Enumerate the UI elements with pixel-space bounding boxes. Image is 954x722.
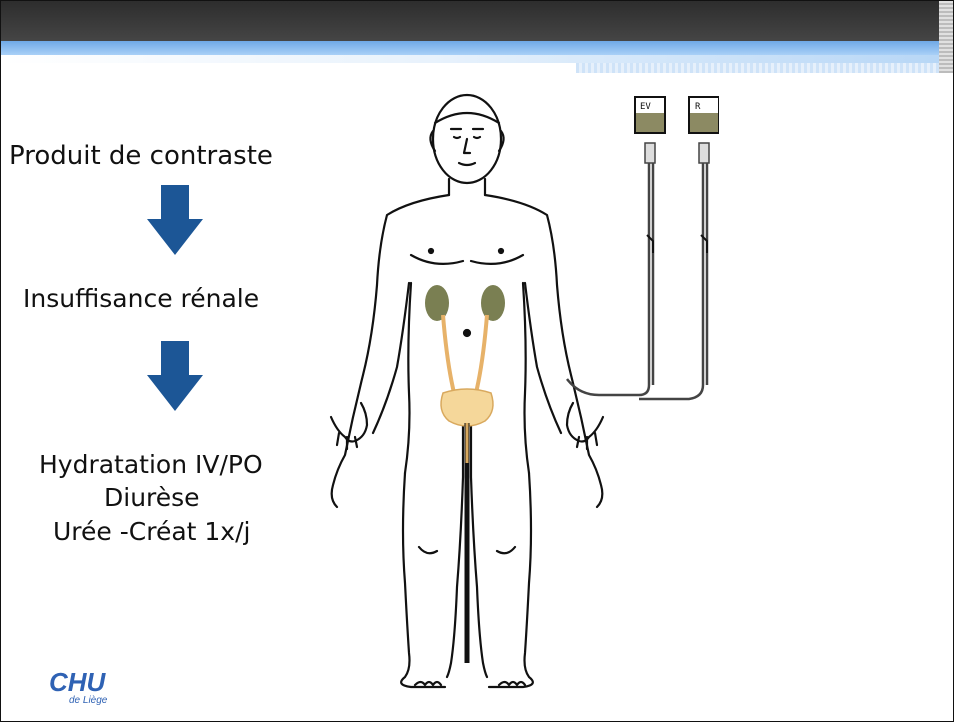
step-renal-failure: Insuffisance rénale <box>23 284 259 313</box>
down-arrow-icon <box>147 185 203 257</box>
right-kidney <box>481 285 505 321</box>
ureters <box>443 315 487 397</box>
header-pattern-strip <box>576 63 953 73</box>
logo-subtitle: de Liège <box>69 695 108 706</box>
step-diuresis: Diurèse <box>104 483 200 512</box>
header-right-edge <box>939 1 953 73</box>
bag-ev: EV <box>635 97 665 133</box>
chu-logo: CHU de Liège <box>49 665 139 707</box>
body-diagram: EV R <box>319 87 719 693</box>
header-bar <box>1 1 953 41</box>
header-gradient <box>1 55 953 63</box>
bladder <box>441 389 493 426</box>
left-kidney <box>425 285 449 321</box>
bag-ev-label: EV <box>640 102 651 112</box>
logo-name: CHU <box>49 667 107 697</box>
step-contrast-product: Produit de contraste <box>9 141 273 171</box>
header-blue-band <box>1 41 953 55</box>
bag-r: R <box>689 97 719 133</box>
infusion-tubing <box>567 155 707 399</box>
step-hydration: Hydratation IV/PO <box>39 450 263 479</box>
bag-r-label: R <box>695 102 701 112</box>
down-arrow-icon <box>147 341 203 413</box>
step-urea-creat: Urée -Créat 1x/j <box>53 517 250 546</box>
